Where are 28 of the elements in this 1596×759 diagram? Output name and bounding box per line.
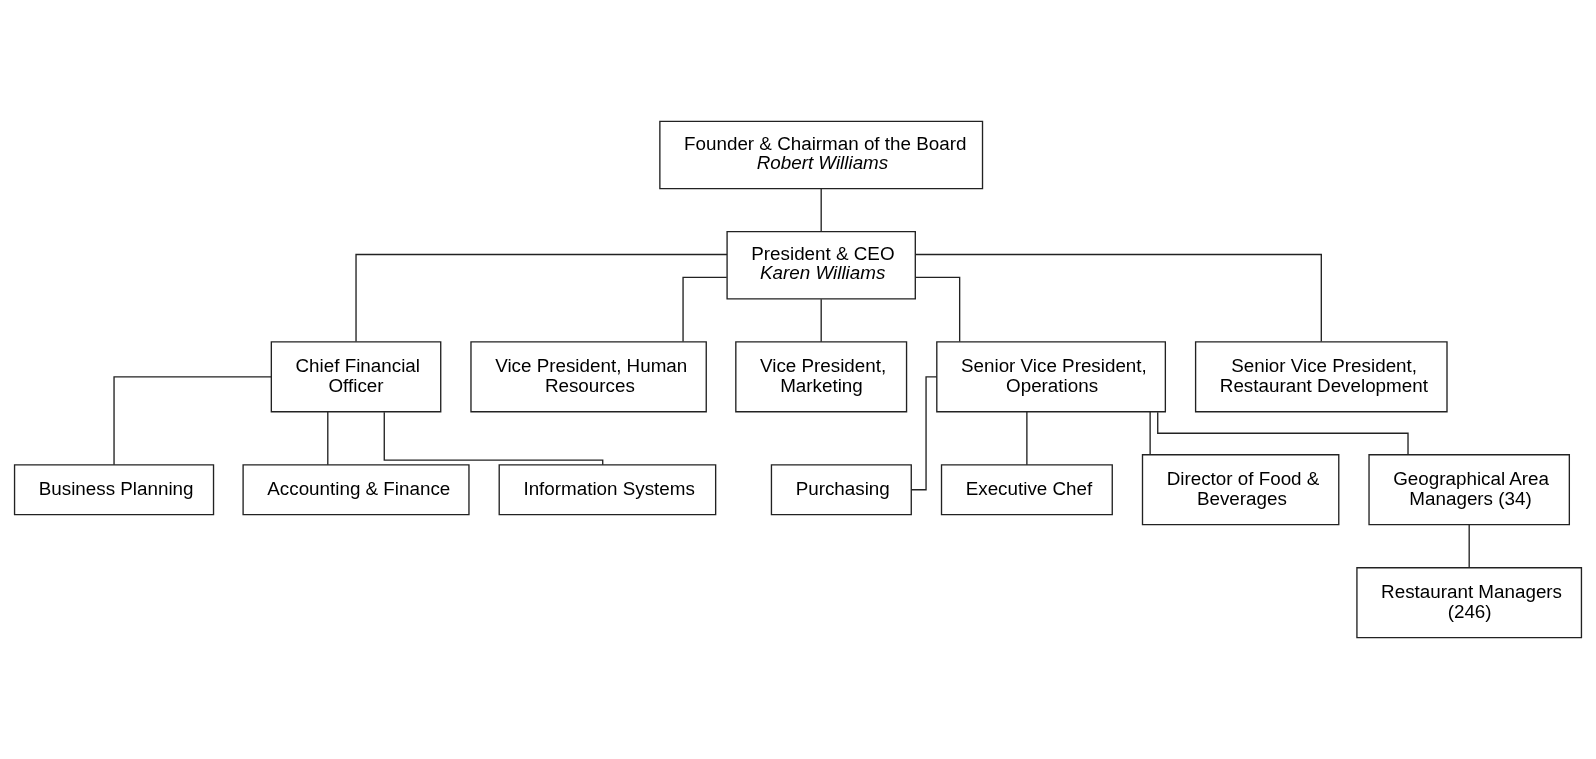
connector	[113, 376, 272, 466]
node-box: Founder & Chairman of the Board Robert Williams	[659, 120, 984, 190]
node-box: Information Systems	[498, 464, 717, 516]
connector	[355, 253, 728, 343]
node-box: Executive Chef	[940, 464, 1113, 516]
connector	[914, 276, 961, 343]
node-box: President & CEO Karen Williams	[726, 230, 916, 300]
node-box: Vice President, Marketing	[735, 341, 908, 413]
node-box: Restaurant Managers (246)	[1356, 567, 1583, 639]
connector	[327, 411, 329, 466]
node-box: Senior Vice President, Operations	[936, 341, 1166, 413]
connector	[383, 411, 604, 466]
node-box: Purchasing	[770, 464, 912, 516]
node-box: Geographical Area Managers (34)	[1368, 454, 1570, 526]
node-box: Chief Financial Officer	[270, 341, 442, 413]
connector	[910, 376, 938, 491]
node-box: Senior Vice President, Restaurant Development	[1194, 341, 1448, 413]
node-box: Director of Food & Beverages	[1141, 454, 1340, 526]
connector	[820, 188, 822, 233]
connector	[1026, 411, 1028, 466]
connector	[682, 276, 728, 343]
node-box: Vice President, Human Resources	[470, 341, 707, 413]
connector	[915, 253, 1322, 343]
node-box: Accounting & Finance	[242, 464, 470, 516]
node-box: Business Planning	[13, 464, 215, 516]
connector	[1149, 411, 1151, 456]
connector	[820, 298, 822, 343]
connector	[1468, 524, 1470, 569]
